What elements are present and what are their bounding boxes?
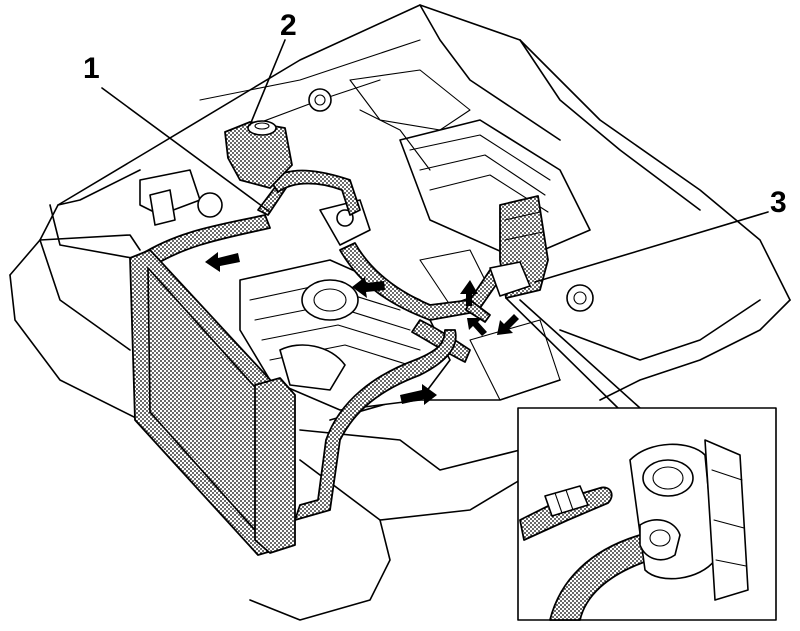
callout-label-3: 3 — [770, 186, 787, 219]
detail-leader-line — [505, 297, 621, 411]
detail-inset — [517, 407, 777, 621]
callout-label-2: 2 — [280, 9, 297, 42]
callout-label-1: 1 — [83, 52, 100, 85]
leader-line-3 — [534, 211, 769, 283]
leader-line-2 — [249, 39, 286, 126]
leader-line-1 — [101, 87, 271, 213]
flow-arrow-5 — [497, 314, 519, 335]
flow-arrow-3 — [400, 384, 437, 405]
expansion-tank — [224, 120, 293, 189]
heater-valve — [489, 195, 549, 299]
flow-arrow-4 — [460, 280, 478, 306]
radiator — [129, 249, 296, 556]
flow-arrow-6 — [467, 318, 487, 336]
flow-arrow-2 — [352, 277, 385, 298]
flow-arrows — [205, 252, 519, 405]
leader-lines — [101, 39, 769, 411]
coolant-hoses — [139, 169, 526, 521]
flow-arrow-1 — [205, 252, 240, 272]
callout-labels: 1 2 3 — [83, 9, 787, 219]
